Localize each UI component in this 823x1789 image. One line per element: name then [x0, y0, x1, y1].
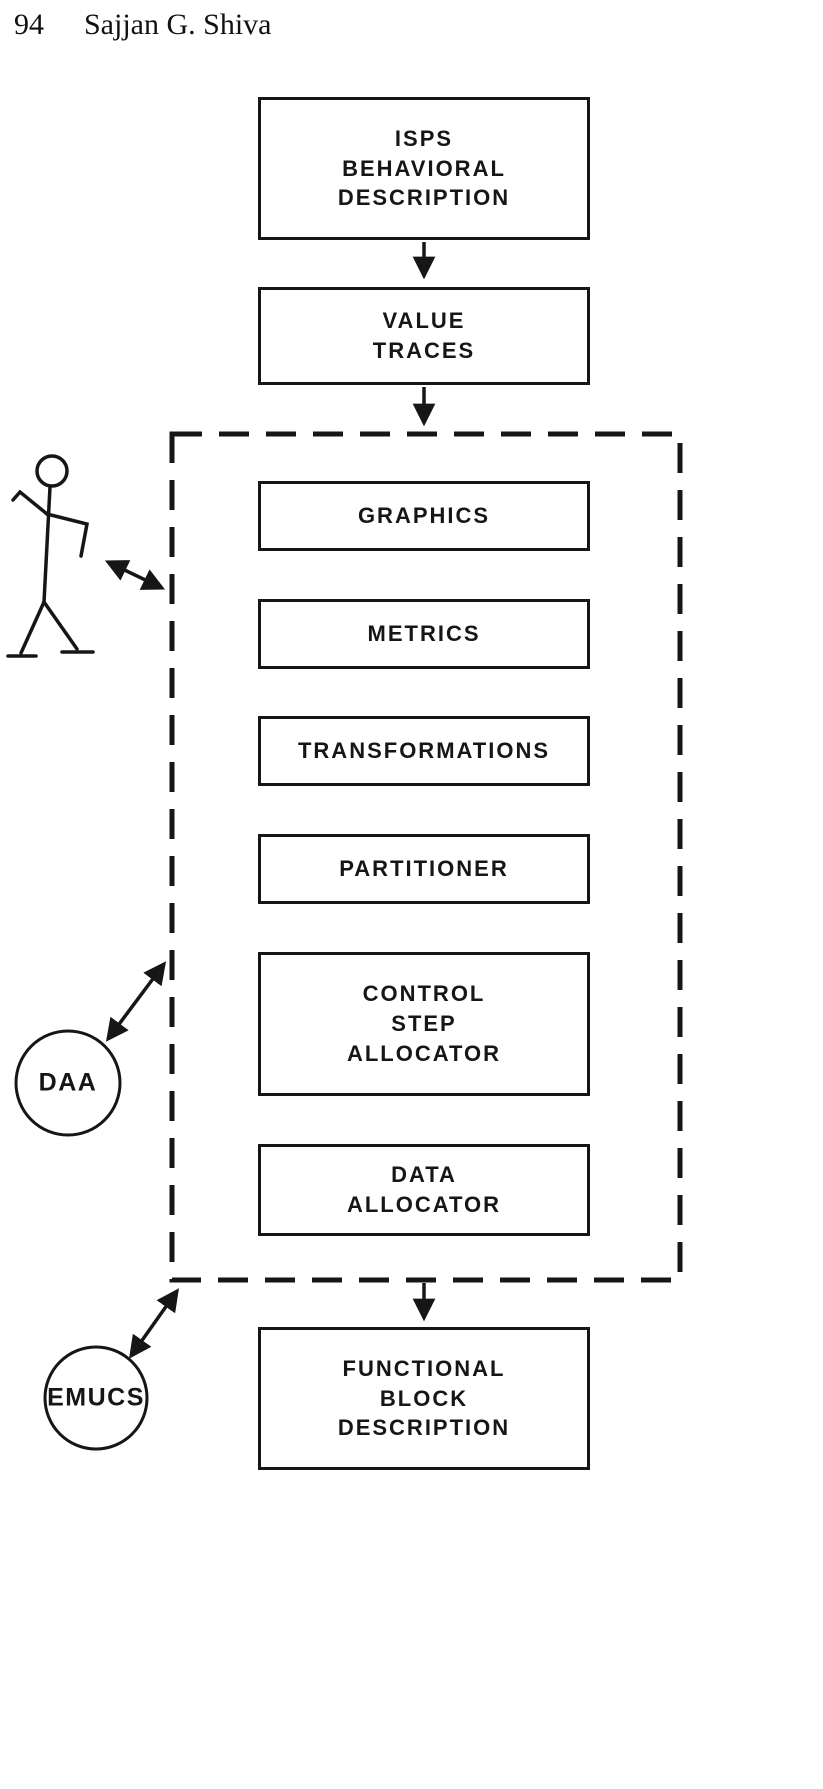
stick-figure-right-arm [45, 512, 90, 558]
user-stick-figure-icon [6, 454, 95, 658]
box-control-step-allocator: CONTROL STEP ALLOCATOR [258, 952, 590, 1096]
box-partitioner: PARTITIONER [258, 834, 590, 904]
box-metrics: METRICS [258, 599, 590, 669]
arrow-user-system [104, 560, 166, 590]
box-transformations: TRANSFORMATIONS [258, 716, 590, 786]
emucs-label: EMUCS [47, 1383, 145, 1412]
system-boundary-dashed-box [169, 431, 683, 1283]
arrow-emucs-system [129, 1288, 179, 1359]
emucs-circle [43, 1345, 149, 1451]
box-functional-block-description: FUNCTIONAL BLOCK DESCRIPTION [258, 1327, 590, 1470]
page-number: 94 [14, 8, 44, 41]
stick-figure-left-arm [11, 489, 49, 516]
stick-figure-head [35, 454, 69, 488]
stick-figure-left-leg [19, 600, 46, 655]
stick-figure-torso [42, 485, 52, 604]
author-name: Sajjan G. Shiva [84, 8, 272, 41]
page-header: 94 Sajjan G. Shiva [14, 8, 272, 42]
stick-figure-right-leg [42, 600, 79, 651]
box-graphics: GRAPHICS [258, 481, 590, 551]
daa-label: DAA [38, 1068, 98, 1097]
box-value-traces: VALUE TRACES [258, 287, 590, 385]
box-data-allocator: DATA ALLOCATOR [258, 1144, 590, 1236]
arrow-daa-system [105, 961, 167, 1042]
daa-circle [14, 1029, 122, 1137]
box-isps-behavioral-description: ISPS BEHAVIORAL DESCRIPTION [258, 97, 590, 240]
